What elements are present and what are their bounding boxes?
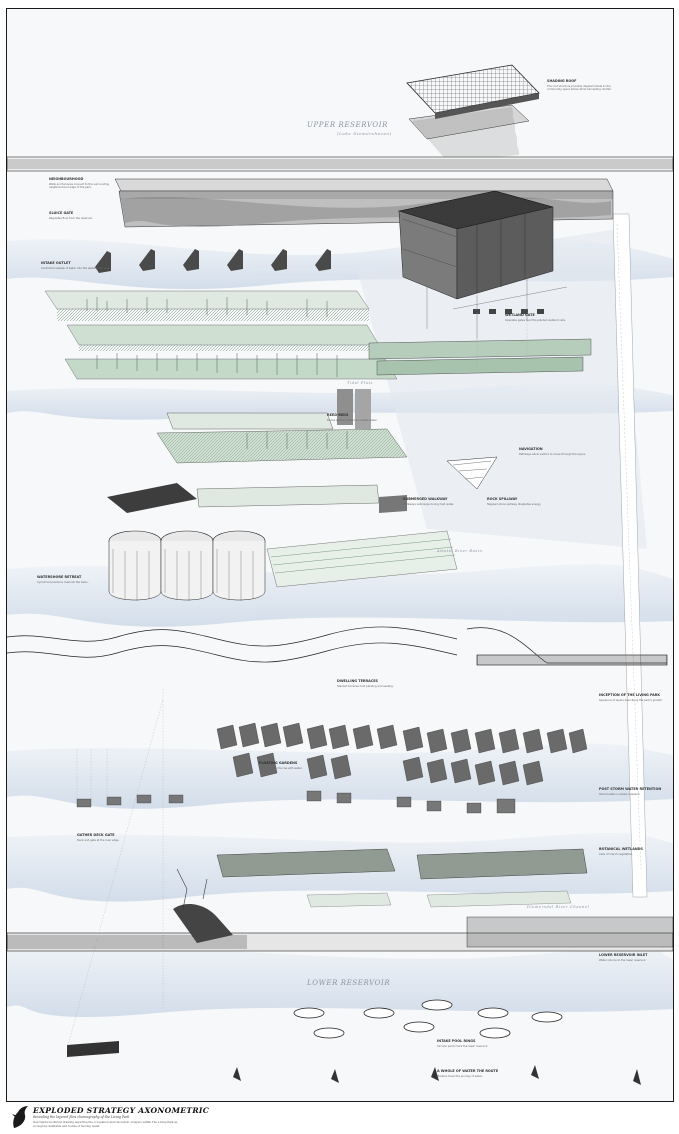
callout-text: Dense planting filters and slows water. — [327, 419, 378, 422]
upper-reservoir-sublabel: (Lake Diemershaven) — [337, 131, 392, 136]
callout-text: Deck and gate at the river edge. — [77, 839, 120, 842]
callout-title: INCEPTION OF THE LIVING PARK — [599, 693, 661, 697]
callout-text: Sequence of layers describing the park's… — [599, 699, 663, 702]
callout-title: NAVIGATION — [519, 447, 543, 451]
habitat-cells — [216, 722, 588, 786]
wetland-panels — [216, 848, 588, 908]
small-gates — [473, 309, 544, 314]
callout-title: REED BEDS — [327, 413, 349, 417]
callout-text: The roof structure provides dappled shad… — [547, 85, 612, 92]
river-channel-label: Diemersdal River Channel — [527, 905, 590, 909]
callout-text: Cylindrical pavilions overlook the basin… — [37, 581, 89, 584]
callout-title: WATERSHORE RETREAT — [37, 575, 82, 579]
drawing-subtitle: Revealing the layered flow choreography … — [33, 1115, 130, 1119]
leader-lines — [66, 309, 528, 1050]
drawing-description: Descriptive technical drawing depicting … — [33, 1120, 178, 1128]
callout-title: POST STORM WATER RETENTION — [599, 787, 662, 791]
drawing-title: EXPLODED STRATEGY AXONOMETRIC — [33, 1106, 210, 1115]
tidal-flats-label: Tidal Flats — [347, 381, 373, 385]
callout-title: GATHER DECK GATE — [77, 833, 115, 837]
callout-text: Water returns to the lower reservoir. — [599, 959, 647, 962]
callout-title: SHADING ROOF — [547, 79, 577, 83]
river-basin-label: Amstel River Basin — [437, 549, 483, 553]
wetland-terraces — [44, 290, 592, 380]
callout-title: INTAKE POOL RINGS — [437, 1039, 476, 1043]
callout-title: FLOATING GARDENS — [259, 761, 298, 765]
callout-text: Operable gates feed the planted wetland … — [505, 319, 566, 322]
callout-text: Markers trace the journey of water. — [437, 1075, 483, 1078]
callout-text: Circular pools mark the lower reservoir. — [437, 1045, 489, 1048]
lower-reservoir-label: LOWER RESERVOIR — [307, 979, 391, 987]
callout-text: Pathways allow visitors to move through … — [519, 453, 587, 456]
callout-text: Stacked terraces hold planting and seati… — [337, 685, 394, 688]
mid-terraces — [156, 389, 498, 490]
callout-text: Stored water is slowly released. — [599, 793, 641, 796]
callout-title: ROCK SPILLWAY — [487, 497, 518, 501]
callout-title: INTAKE OUTLET — [41, 261, 71, 265]
callout-title: LOWER RESERVOIR INLET — [599, 953, 648, 957]
sluice-blocks — [95, 249, 331, 273]
drawing-sheet: UPPER RESERVOIR (Lake Diemershaven) LOWE… — [6, 8, 674, 1102]
lower-wall — [7, 868, 673, 952]
route-markers — [67, 1041, 641, 1085]
callout-title: SLUICE GATE — [49, 211, 74, 215]
callout-title: SUBMERGED WALKWAY — [403, 497, 448, 501]
axonometric-drawing — [7, 64, 673, 1085]
water-retreats — [108, 530, 458, 601]
callout-title: WETLAND GATE — [505, 313, 535, 317]
floating-roof-module — [406, 64, 540, 161]
callout-title: BOTANICAL WETLANDS — [599, 847, 643, 851]
right-channel — [612, 213, 648, 898]
callout-text: Controlled release of water into the wet… — [41, 267, 111, 270]
callout-title: DWELLING TERRACES — [337, 679, 378, 683]
callout-title: A WHOLE OF WATER THE ROUTE — [437, 1069, 499, 1073]
ground-blocks — [76, 790, 516, 814]
callout-text: Garden platforms rise with water. — [259, 767, 303, 770]
callout-text: Cells of marsh vegetation. — [599, 853, 634, 856]
wave-wall — [7, 626, 668, 666]
reservoir-rings — [293, 999, 563, 1039]
upper-reservoir-label: UPPER RESERVOIR — [307, 121, 388, 129]
callout-text: Stepped stone spillway dissipates energy… — [487, 503, 542, 506]
callout-text: Walls and terraces connect to the surrou… — [49, 183, 110, 190]
stepped-terraces — [107, 483, 407, 513]
callout-text: Walkways submerge during high water. — [403, 503, 455, 506]
bird-silhouette-icon — [12, 1106, 28, 1128]
callout-title: NEIGHBOURHOOD — [49, 177, 84, 181]
callout-text: Regulates flow from the reservoir. — [49, 217, 93, 220]
reservoir-pavilion — [397, 190, 568, 339]
